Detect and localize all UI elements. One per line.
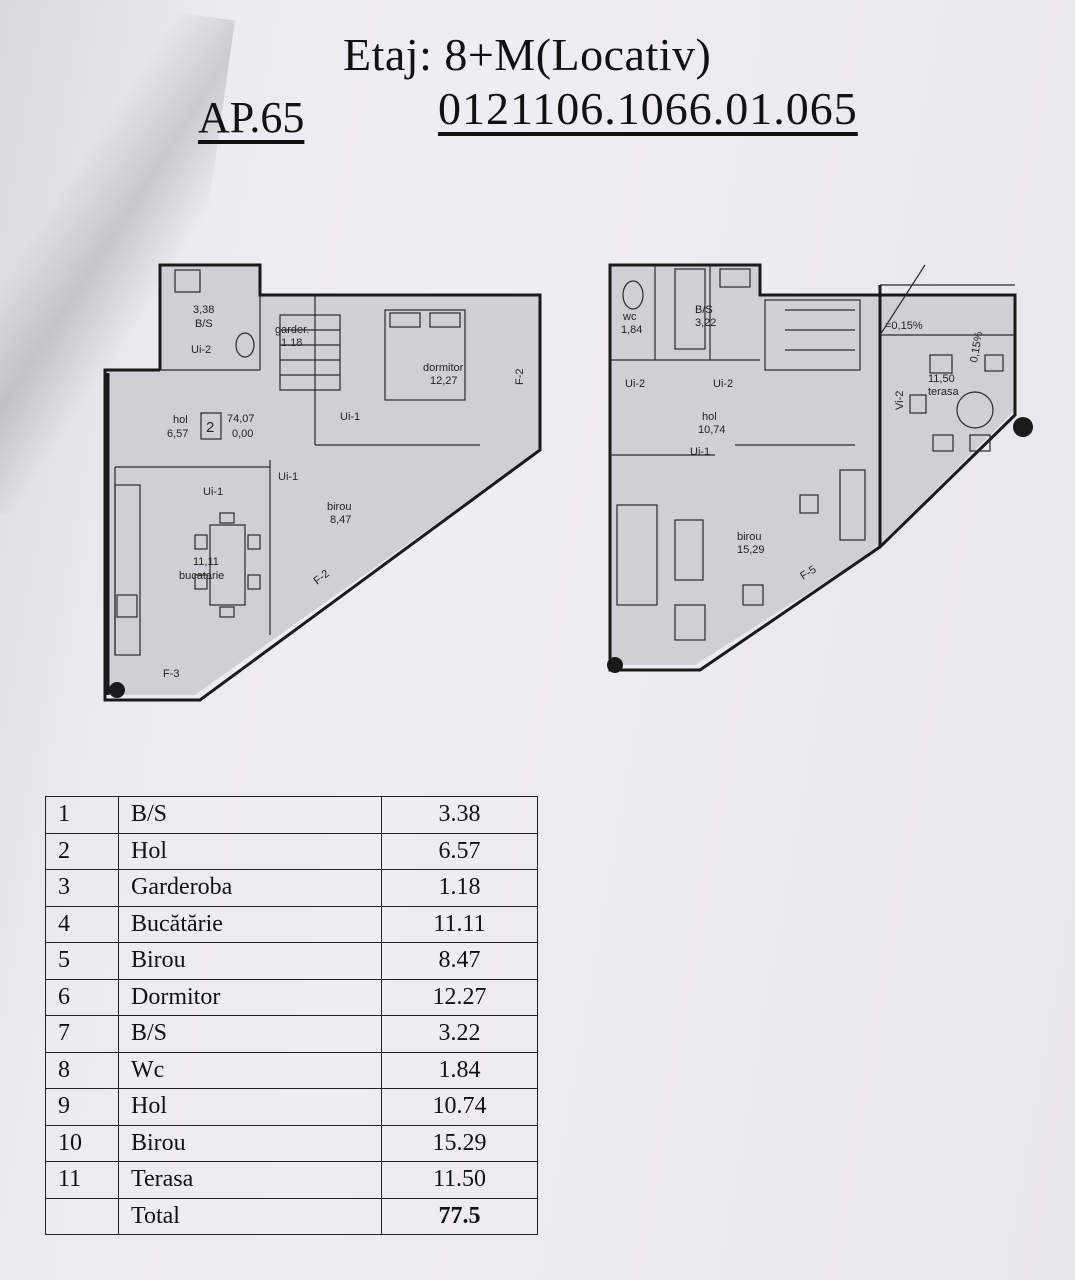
room-area: 6.57: [381, 832, 538, 870]
svg-text:Vi-2: Vi-2: [894, 391, 906, 410]
total-value: 77.5: [381, 1197, 538, 1235]
room-area: 11.11: [381, 905, 538, 943]
row-number: 3: [45, 869, 119, 907]
row-number: 11: [45, 1161, 119, 1199]
svg-text:F-3: F-3: [163, 668, 180, 680]
room-area: 12.27: [381, 978, 538, 1016]
svg-text:Ui-1: Ui-1: [203, 486, 223, 498]
svg-text:0,15%: 0,15%: [968, 331, 985, 364]
svg-text:6,57: 6,57: [167, 428, 188, 440]
room-area: 11.50: [381, 1161, 538, 1199]
svg-text:Ui-2: Ui-2: [191, 344, 211, 356]
row-number: 1: [45, 796, 119, 834]
room-name: Birou: [118, 1124, 382, 1162]
svg-text:hol: hol: [173, 414, 188, 426]
row-number: 8: [45, 1051, 119, 1089]
svg-text:74,07: 74,07: [227, 413, 255, 425]
room-area: 1.18: [381, 869, 538, 907]
floor-plans: 3,38 B/S garder. 1.18 dormitor 12,27 hol…: [103, 263, 1033, 702]
svg-text:10,74: 10,74: [698, 424, 726, 436]
room-name: Wc: [118, 1051, 382, 1089]
svg-text:Ui-1: Ui-1: [690, 446, 710, 458]
svg-text:B/S: B/S: [695, 304, 713, 316]
room-area: 3.38: [381, 796, 538, 834]
svg-text:3,22: 3,22: [695, 317, 716, 329]
svg-text:0,00: 0,00: [232, 428, 253, 440]
svg-text:11,11: 11,11: [193, 556, 219, 568]
svg-text:15,29: 15,29: [737, 544, 765, 556]
apartment-number: AP.65: [198, 93, 305, 142]
svg-text:wc: wc: [622, 311, 637, 323]
svg-text:hol: hol: [702, 411, 717, 423]
svg-text:garder.: garder.: [275, 324, 309, 336]
svg-text:8,47: 8,47: [330, 514, 351, 526]
svg-text:dormitor: dormitor: [423, 362, 464, 374]
svg-text:3,38: 3,38: [193, 304, 214, 316]
room-name: Hol: [118, 1088, 382, 1126]
total-number-cell: [45, 1197, 119, 1235]
room-name: Garderoba: [118, 869, 382, 907]
room-name: Birou: [118, 942, 382, 980]
svg-text:=0,15%: =0,15%: [885, 320, 923, 332]
floor-title: Etaj: 8+M(Locativ): [343, 29, 712, 80]
row-number: 5: [45, 942, 119, 980]
room-area: 3.22: [381, 1015, 538, 1053]
room-name: B/S: [118, 796, 382, 834]
svg-text:terasa: terasa: [928, 386, 959, 398]
svg-text:F-2: F-2: [514, 369, 526, 386]
svg-text:1.18: 1.18: [281, 337, 302, 349]
svg-text:11,50: 11,50: [928, 373, 955, 385]
row-number: 9: [45, 1088, 119, 1126]
row-number: 10: [45, 1124, 119, 1162]
cadastral-number: 0121106.1066.01.065: [438, 83, 858, 134]
room-name: Bucătărie: [118, 905, 382, 943]
svg-text:1,84: 1,84: [621, 324, 642, 336]
svg-text:Ui-1: Ui-1: [340, 411, 360, 423]
room-area: 1.84: [381, 1051, 538, 1089]
room-name: B/S: [118, 1015, 382, 1053]
svg-text:Ui-1: Ui-1: [278, 471, 298, 483]
svg-text:B/S: B/S: [195, 318, 213, 330]
svg-text:Ui-2: Ui-2: [625, 378, 645, 390]
room-area: 15.29: [381, 1124, 538, 1162]
svg-text:birou: birou: [327, 501, 351, 513]
row-number: 4: [45, 905, 119, 943]
svg-text:birou: birou: [737, 531, 761, 543]
svg-text:2: 2: [206, 419, 214, 436]
row-number: 6: [45, 978, 119, 1016]
floor-plan-level-2: wc 1,84 B/S 3,22 =0,15% 0,15% 11,50 tera…: [607, 263, 1033, 673]
room-name: Hol: [118, 832, 382, 870]
svg-text:12,27: 12,27: [430, 375, 458, 387]
floor-plan-level-1: 3,38 B/S garder. 1.18 dormitor 12,27 hol…: [103, 263, 542, 702]
row-number: 7: [45, 1015, 119, 1053]
svg-text:Ui-2: Ui-2: [713, 378, 733, 390]
total-label: Total: [118, 1197, 382, 1235]
svg-text:bucatarie: bucatarie: [179, 570, 224, 582]
room-name: Terasa: [118, 1161, 382, 1199]
room-area: 8.47: [381, 942, 538, 980]
row-number: 2: [45, 832, 119, 870]
room-area: 10.74: [381, 1088, 538, 1126]
room-name: Dormitor: [118, 978, 382, 1016]
